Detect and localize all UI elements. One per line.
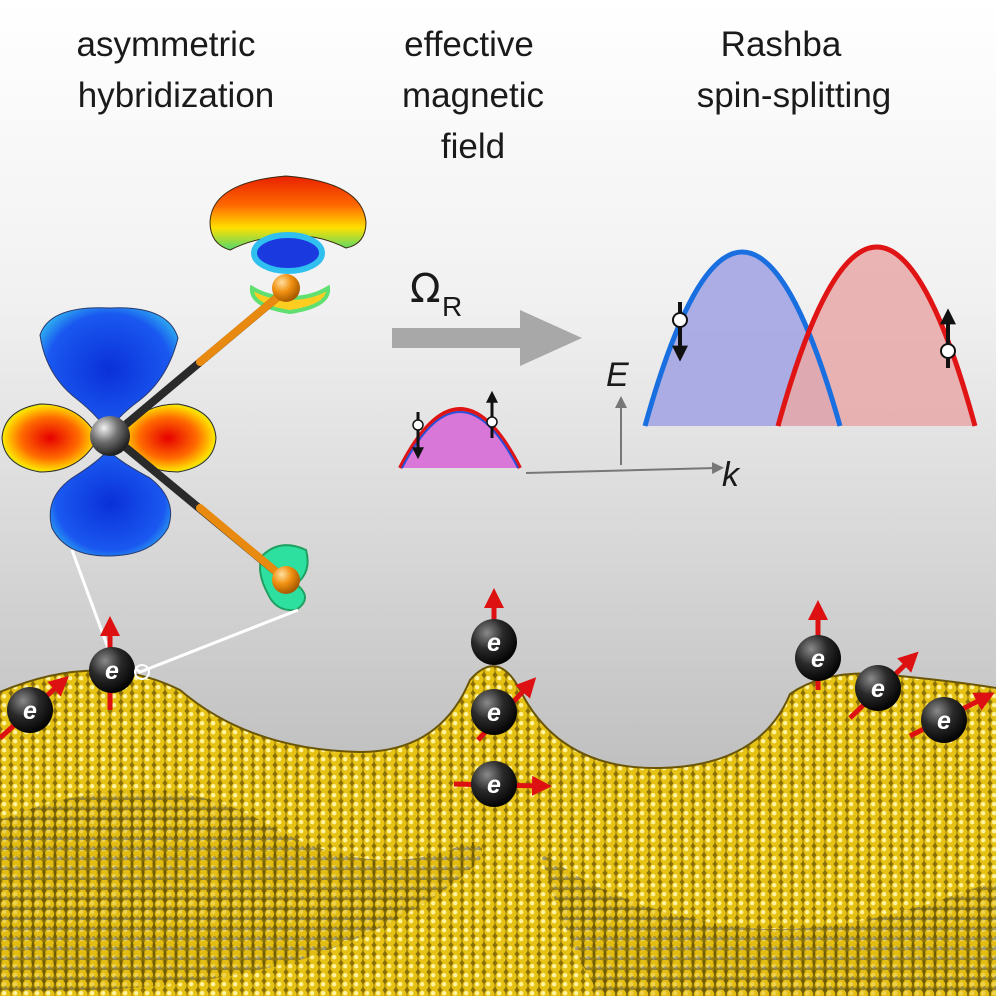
title-left-line1: asymmetric — [77, 25, 256, 64]
small-spin-down-dot — [412, 419, 424, 431]
surface-front-left — [0, 790, 482, 991]
title-effective-magnetic-field: effective magnetic field — [402, 25, 544, 166]
electron-7-label: e — [871, 675, 885, 703]
title-right-line1: Rashba — [721, 25, 842, 64]
electron-3-label: e — [487, 629, 501, 657]
axis-label-e: E — [606, 356, 629, 394]
electron-2: e — [89, 647, 150, 693]
orbital-upper-crescent — [209, 175, 367, 251]
electron-2-label: e — [105, 657, 119, 685]
electron-4: e — [471, 689, 517, 735]
orbital-blue-lobe-top — [39, 307, 179, 433]
electron-4-label: e — [487, 699, 501, 727]
orbital-illustration — [1, 175, 367, 674]
bond-lower-orange — [196, 504, 290, 584]
spin-down-band-curve — [642, 249, 843, 427]
electron-8-label: e — [937, 707, 951, 735]
electron-5-label: e — [487, 771, 501, 799]
bond-upper-orange — [196, 286, 290, 366]
omega-subscript: R — [442, 291, 462, 322]
electron-8: e — [921, 697, 967, 743]
orbital-red-lobe-left — [1, 403, 99, 473]
rashba-split-bands — [642, 244, 978, 427]
omega-symbol: Ω — [410, 266, 441, 312]
title-right-line2: spin-splitting — [697, 76, 892, 115]
title-rashba-spin-splitting: Rashba spin-splitting — [697, 25, 892, 115]
spin-down-dot — [672, 312, 688, 328]
degenerate-band-red — [398, 407, 522, 469]
degenerate-band-blue — [401, 411, 519, 469]
title-mid-line3: field — [441, 127, 505, 166]
electron-1: e — [7, 687, 53, 733]
atom-top — [272, 274, 300, 302]
electron-6-label: e — [811, 645, 825, 673]
orbital-blue-lobe-bottom — [49, 449, 172, 557]
degenerate-band — [398, 390, 522, 469]
electron-6: e — [795, 635, 841, 681]
electron-1-label: e — [23, 697, 37, 725]
title-mid-line1: effective — [404, 25, 534, 64]
k-axis — [525, 462, 724, 475]
title-asymmetric-hybridization: asymmetric hybridization — [77, 25, 275, 115]
surface-front-right — [540, 850, 996, 996]
rippled-surface — [0, 665, 996, 996]
orbital-upper-blue — [251, 232, 325, 274]
effective-field-arrow: Ω R — [392, 266, 582, 366]
spin-up-dot — [940, 343, 956, 359]
energy-momentum-axes: E k — [525, 356, 741, 494]
electrons: e e e e e e e — [0, 588, 995, 807]
atom-bottom — [272, 566, 300, 594]
big-grey-arrow — [392, 310, 582, 366]
electron-2-marker — [134, 664, 150, 680]
electron-3: e — [471, 619, 517, 665]
axis-label-k: k — [722, 456, 741, 494]
electron-7: e — [855, 665, 901, 711]
title-mid-line2: magnetic — [402, 76, 544, 115]
atom-metal-center — [90, 416, 130, 456]
small-spin-up-dot — [486, 416, 498, 428]
title-left-line2: hybridization — [78, 76, 275, 115]
electron-5: e — [471, 761, 517, 807]
